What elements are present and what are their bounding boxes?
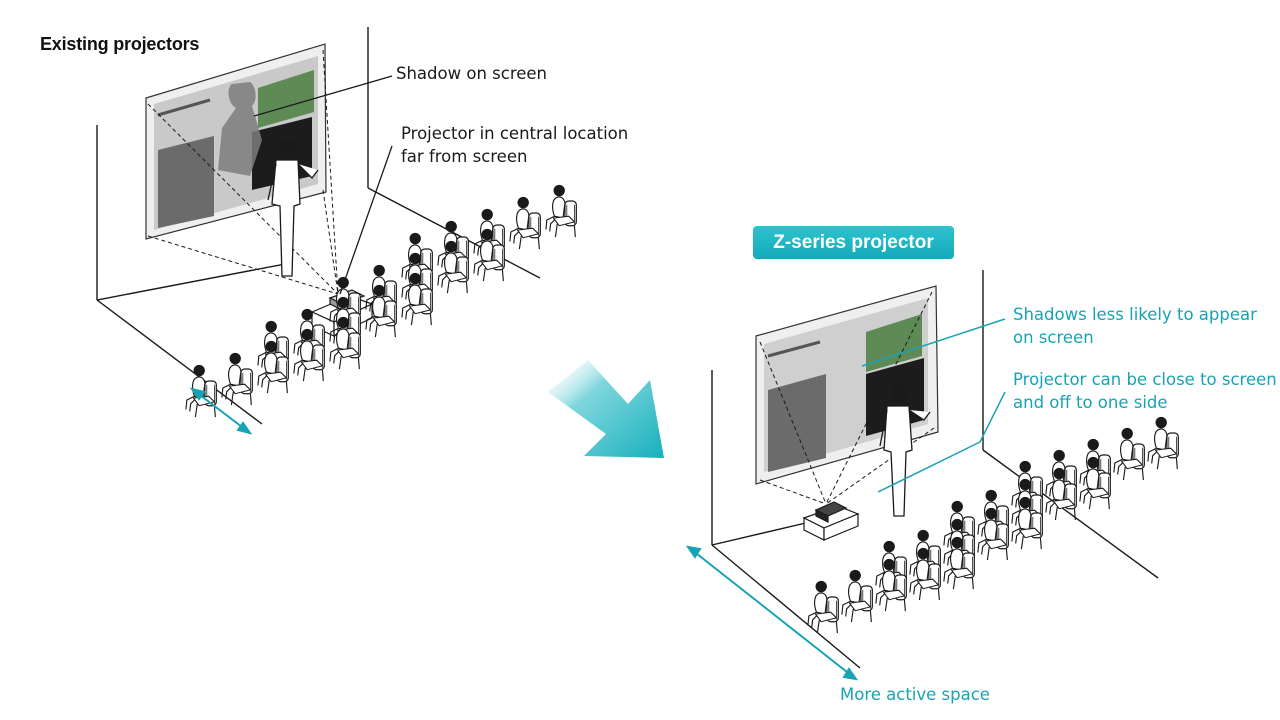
right-projector bbox=[802, 501, 860, 541]
left-presenter bbox=[267, 139, 319, 277]
close-projector-callout-line1: Projector can be close to screen bbox=[1013, 370, 1277, 389]
shadow-callout: Shadow on screen bbox=[396, 64, 547, 83]
audience-member-icon bbox=[841, 569, 873, 623]
audience-member-icon bbox=[807, 580, 839, 634]
shadows-callout-line1: Shadows less likely to appear bbox=[1013, 305, 1257, 324]
close-projector-callout-line2: and off to one side bbox=[1013, 393, 1168, 412]
right-space-arrow bbox=[685, 545, 859, 681]
shadows-callout-line2: on screen bbox=[1013, 328, 1094, 347]
left-audience bbox=[185, 184, 577, 418]
transition-arrow-icon bbox=[548, 360, 664, 458]
left-projection-rays bbox=[147, 49, 339, 295]
left-projection-screen bbox=[145, 43, 327, 240]
right-room bbox=[711, 270, 1159, 669]
active-space-callout: More active space bbox=[840, 685, 990, 704]
right-projection-screen bbox=[755, 285, 939, 485]
audience-member-icon bbox=[509, 196, 541, 250]
projector-callout-line1: Projector in central location bbox=[401, 124, 629, 143]
audience-member-icon bbox=[221, 352, 253, 406]
audience-member-icon bbox=[1113, 427, 1145, 481]
left-space-arrow bbox=[189, 387, 253, 435]
audience-member-icon bbox=[545, 184, 577, 238]
right-projection-rays bbox=[759, 291, 935, 505]
right-presenter bbox=[879, 385, 931, 517]
projector-callout-line2: far from screen bbox=[401, 147, 528, 166]
audience-member-icon bbox=[1147, 416, 1179, 470]
left-callout-lines bbox=[253, 75, 393, 295]
left-room bbox=[96, 27, 541, 425]
left-heading: Existing projectors bbox=[40, 34, 200, 54]
z-series-badge: Z-series projector bbox=[753, 226, 954, 259]
right-callout-lines bbox=[861, 318, 1006, 493]
